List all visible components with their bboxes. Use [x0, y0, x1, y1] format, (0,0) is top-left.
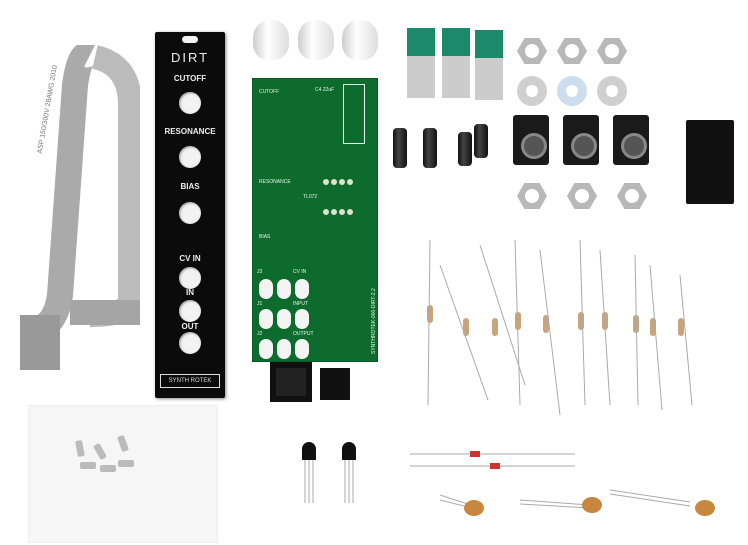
pcb-label-resonance: RESONANCE: [259, 179, 291, 185]
electrolytic-capacitor: [474, 124, 488, 158]
transistor-leads: [304, 460, 354, 503]
resistor: [492, 318, 498, 336]
hex-nut: [597, 38, 627, 64]
pcb-label-bias: BIAS: [259, 234, 271, 240]
potentiometer: [442, 28, 470, 98]
transistor: [342, 442, 356, 460]
synthrotek-logo: SYNTH ROTEK: [160, 374, 220, 388]
electrolytic-capacitor: [423, 128, 437, 168]
pot-hole: [179, 92, 201, 114]
jack-hole: [179, 332, 201, 354]
knob: [298, 20, 334, 60]
ic-socket: [270, 362, 312, 402]
panel-label-cutoff: CUTOFF: [173, 74, 207, 83]
resistor: [463, 318, 469, 336]
knob: [342, 20, 378, 60]
screw: [100, 465, 116, 472]
idc-plug-left: [20, 315, 60, 370]
panel-label-cv-in: CV IN: [179, 254, 201, 263]
pcb-label-tl072: TL072: [303, 194, 318, 200]
audio-jack: [513, 115, 549, 165]
potentiometer: [407, 28, 435, 98]
ceramic-capacitor-leads: [440, 489, 691, 511]
pcb-label-j2: J2: [257, 331, 263, 337]
transistor: [302, 442, 316, 460]
hex-nut: [517, 38, 547, 64]
panel-title: DIRT: [170, 50, 210, 65]
pcb-label-cutoff: CUTOFF: [259, 89, 280, 95]
ic-chip: [320, 368, 350, 400]
pcb-label-cv-in: CV IN: [293, 269, 307, 275]
resistor: [543, 315, 549, 333]
panel-label-bias: BIAS: [180, 182, 200, 191]
audio-jack: [563, 115, 599, 165]
screw: [80, 462, 96, 469]
idc-header: [686, 120, 734, 204]
washer: [557, 76, 587, 106]
screw-bag: [28, 405, 218, 543]
hex-nut: [617, 183, 647, 209]
ceramic-capacitor: [464, 500, 484, 516]
ribbon-cable: [20, 45, 140, 370]
jack-hole: [179, 267, 201, 289]
pcb: CUTOFF RESONANCE BIAS TL072 CV IN INPUT …: [252, 78, 378, 362]
pcb-label-input: INPUT: [293, 301, 308, 307]
power-header-outline: [343, 84, 365, 144]
potentiometer: [475, 30, 503, 100]
hex-nut: [557, 38, 587, 64]
audio-jack: [613, 115, 649, 165]
pot-hole: [179, 202, 201, 224]
knob: [253, 20, 289, 60]
pcb-label-output: OUTPUT: [293, 331, 314, 337]
pcb-label-j3: J3: [257, 269, 263, 275]
resistor: [578, 312, 584, 330]
pcb-label-c4: C4 22uF: [315, 87, 335, 93]
mount-slot: [182, 36, 198, 43]
front-panel: DIRT CUTOFF RESONANCE BIAS CV IN IN OUT …: [155, 32, 225, 398]
screw: [118, 460, 134, 467]
resistor: [650, 318, 656, 336]
pcb-label-j1: J1: [257, 301, 263, 307]
pcb-label-board: SYNTHROTEK-006-DIRT-2.2: [371, 288, 377, 354]
panel-label-out: OUT: [181, 322, 199, 331]
hex-nut: [567, 183, 597, 209]
panel-label-resonance: RESONANCE: [164, 127, 216, 136]
panel-label-in: IN: [186, 288, 194, 297]
resistor: [427, 305, 433, 323]
resistor: [515, 312, 521, 330]
ceramic-capacitor: [582, 497, 602, 513]
washer: [597, 76, 627, 106]
idc-plug-right: [70, 300, 140, 325]
pot-hole: [179, 146, 201, 168]
electrolytic-capacitor: [393, 128, 407, 168]
ceramic-capacitor: [695, 500, 715, 516]
diodes: [410, 451, 575, 469]
washer: [517, 76, 547, 106]
electrolytic-capacitor: [458, 132, 472, 166]
resistor: [678, 318, 684, 336]
resistor-leads: [427, 239, 693, 415]
hex-nut: [517, 183, 547, 209]
jack-hole: [179, 300, 201, 322]
